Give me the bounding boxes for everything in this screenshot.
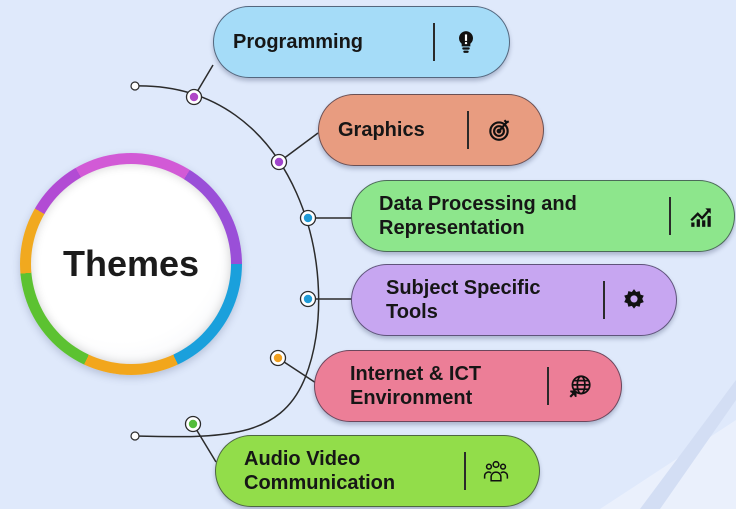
target-icon xyxy=(483,95,515,165)
themes-hub: Themes xyxy=(20,153,242,375)
connector-node xyxy=(299,209,317,227)
arc-end-bottom xyxy=(130,431,140,441)
gear-icon xyxy=(618,265,650,335)
pill-divider xyxy=(433,23,435,61)
pill-divider xyxy=(464,452,466,490)
people-group-icon xyxy=(480,436,512,506)
pill-divider xyxy=(603,281,605,319)
theme-pill-target: Graphics xyxy=(318,94,544,166)
connector-node xyxy=(269,349,287,367)
theme-label: Programming xyxy=(233,31,364,53)
connector-node xyxy=(184,415,202,433)
hub-center: Themes xyxy=(31,164,231,364)
pill-divider xyxy=(467,111,469,149)
pill-divider xyxy=(547,367,549,405)
lightbulb-icon xyxy=(450,7,482,77)
connector-node xyxy=(270,153,288,171)
connector-node xyxy=(299,290,317,308)
theme-label: Graphics xyxy=(338,119,425,141)
hub-title: Themes xyxy=(62,243,200,284)
theme-pill-lightbulb: Programming xyxy=(213,6,510,78)
growth-chart-icon xyxy=(685,181,717,251)
connector-node xyxy=(185,88,203,106)
globe-cursor-icon xyxy=(564,351,596,421)
arc-end-top xyxy=(130,81,140,91)
pill-divider xyxy=(669,197,671,235)
